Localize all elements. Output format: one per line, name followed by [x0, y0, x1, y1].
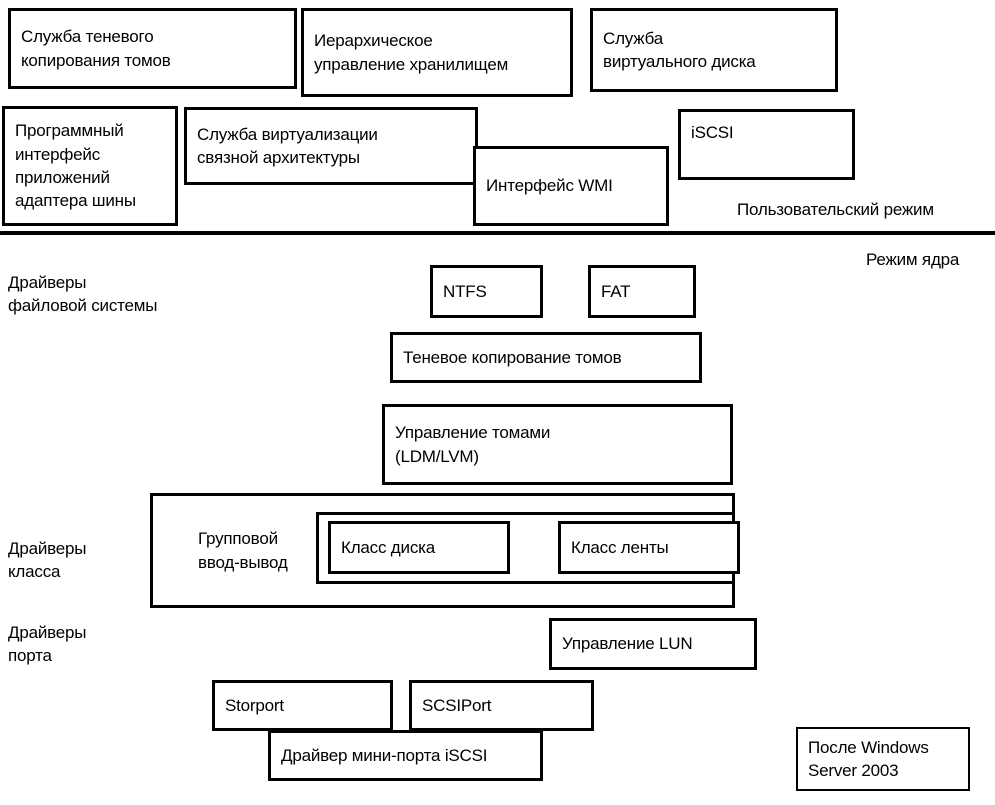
box-label: NTFS [443, 281, 487, 301]
box-label: Программный интерфейс приложений адаптер… [15, 121, 136, 211]
box-scsiport: SCSIPort [409, 680, 594, 731]
side-label-file-system-drivers: Драйверы файловой системы [8, 273, 158, 316]
box-label: Служба теневого копирования томов [21, 27, 171, 70]
box-label: Служба виртуализации связной архитектуры [197, 124, 378, 167]
box-label: Служба виртуального диска [603, 28, 756, 71]
side-label-class-drivers: Драйверы класса [8, 539, 87, 582]
box-label: SCSIPort [422, 695, 492, 715]
box-label: Драйвер мини-порта iSCSI [281, 745, 488, 765]
kernel-mode-label: Режим ядра [866, 250, 960, 269]
box-virtual-disk-service: Служба виртуального диска [590, 8, 838, 92]
box-iscsi-miniport-driver: Драйвер мини-порта iSCSI [268, 730, 543, 781]
box-iscsi: iSCSI [678, 109, 855, 180]
box-fat: FAT [588, 265, 696, 318]
box-label: Иерархическое управление хранилищем [314, 31, 509, 74]
box-label: Класс ленты [571, 537, 669, 557]
box-label: Класс диска [341, 537, 435, 557]
mode-divider-line [0, 231, 995, 235]
box-label: Теневое копирование томов [403, 347, 622, 367]
box-label: Управление томами (LDM/LVM) [395, 423, 551, 466]
box-disk-class: Класс диска [328, 521, 510, 574]
box-connection-virtualization-service: Служба виртуализации связной архитектуры [184, 107, 478, 185]
box-label: Интерфейс WMI [486, 176, 613, 196]
box-after-windows-server-2003: После Windows Server 2003 [796, 727, 970, 791]
user-mode-label: Пользовательский режим [737, 200, 934, 219]
box-label: Управление LUN [562, 634, 693, 654]
box-label: FAT [601, 281, 631, 301]
box-volume-management: Управление томами (LDM/LVM) [382, 404, 733, 485]
box-lun-management: Управление LUN [549, 618, 757, 670]
box-label: Групповой ввод-вывод [198, 529, 288, 572]
side-label-port-drivers: Драйверы порта [8, 623, 87, 666]
box-storport: Storport [212, 680, 393, 731]
box-wmi-interface: Интерфейс WMI [473, 146, 669, 226]
box-tape-class: Класс ленты [558, 521, 740, 574]
box-volume-shadow-copy: Теневое копирование томов [390, 332, 702, 383]
box-label: После Windows Server 2003 [808, 737, 929, 780]
box-bus-adapter-api: Программный интерфейс приложений адаптер… [2, 106, 178, 226]
box-label: Storport [225, 695, 284, 715]
box-ntfs: NTFS [430, 265, 543, 318]
box-volume-shadow-copy-service: Служба теневого копирования томов [8, 8, 297, 89]
box-label: iSCSI [691, 123, 734, 142]
box-hierarchical-storage-management: Иерархическое управление хранилищем [301, 8, 573, 97]
